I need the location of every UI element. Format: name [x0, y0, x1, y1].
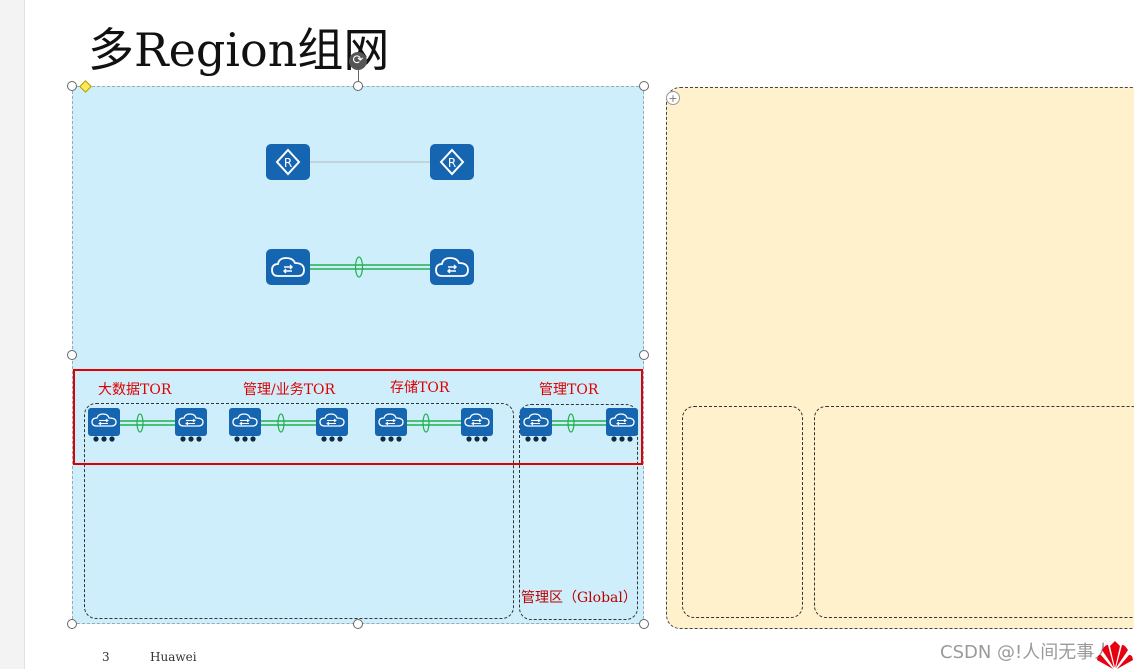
label-mgmt-business-tor[interactable]: 管理/业务TOR [243, 382, 336, 398]
resize-handle-bottom-right[interactable] [639, 619, 649, 629]
resize-handle-bottom-left[interactable] [67, 619, 77, 629]
watermark: CSDN @!人间无事人 [940, 642, 1113, 663]
tor-switch-icon[interactable] [606, 408, 638, 442]
region-blue-group[interactable] [72, 86, 644, 624]
rotate-handle-stem [358, 66, 359, 86]
cloud-switch-icon[interactable] [266, 249, 310, 285]
label-storage-tor[interactable]: 存储TOR [390, 380, 450, 396]
slide-thumbnail-gutter [0, 0, 25, 669]
resize-handle-top[interactable] [353, 81, 363, 91]
tor-switch-icon[interactable] [88, 408, 120, 442]
region-yellow-group[interactable] [666, 87, 1134, 629]
resize-handle-left[interactable] [67, 350, 77, 360]
add-icon[interactable]: + [666, 91, 680, 105]
tor-switch-icon[interactable] [461, 408, 493, 442]
tor-switch-icon[interactable] [375, 408, 407, 442]
tor-switch-icon[interactable] [316, 408, 348, 442]
router-icon[interactable]: R [266, 144, 310, 180]
router-icon[interactable]: R [430, 144, 474, 180]
business-zone[interactable] [84, 403, 514, 619]
resize-handle-right[interactable] [639, 350, 649, 360]
resize-handle-top-right[interactable] [639, 81, 649, 91]
slide-title[interactable]: 多Region组网 [88, 23, 390, 77]
label-mgmt-zone[interactable]: 管理区（Global） [521, 590, 637, 606]
yellow-zone-large[interactable] [814, 406, 1134, 618]
resize-handle-bottom[interactable] [353, 619, 363, 629]
tor-switch-icon[interactable] [520, 408, 552, 442]
tor-highlight-box[interactable] [73, 369, 643, 465]
svg-text:R: R [448, 156, 456, 170]
management-zone[interactable] [519, 404, 638, 620]
footer-brand: Huawei [150, 650, 197, 664]
rotate-handle-icon[interactable]: ⟳ [349, 52, 367, 70]
resize-handle-top-left[interactable] [67, 81, 77, 91]
tor-switch-icon[interactable] [229, 408, 261, 442]
yellow-zone-small[interactable] [682, 406, 803, 618]
cloud-switch-icon[interactable] [430, 249, 474, 285]
huawei-logo-icon [1097, 641, 1133, 669]
label-mgmt-tor[interactable]: 管理TOR [539, 382, 599, 398]
svg-text:R: R [284, 156, 292, 170]
page-number: 3 [102, 650, 110, 664]
tor-switch-icon[interactable] [175, 408, 207, 442]
label-bigdata-tor[interactable]: 大数据TOR [98, 382, 172, 398]
